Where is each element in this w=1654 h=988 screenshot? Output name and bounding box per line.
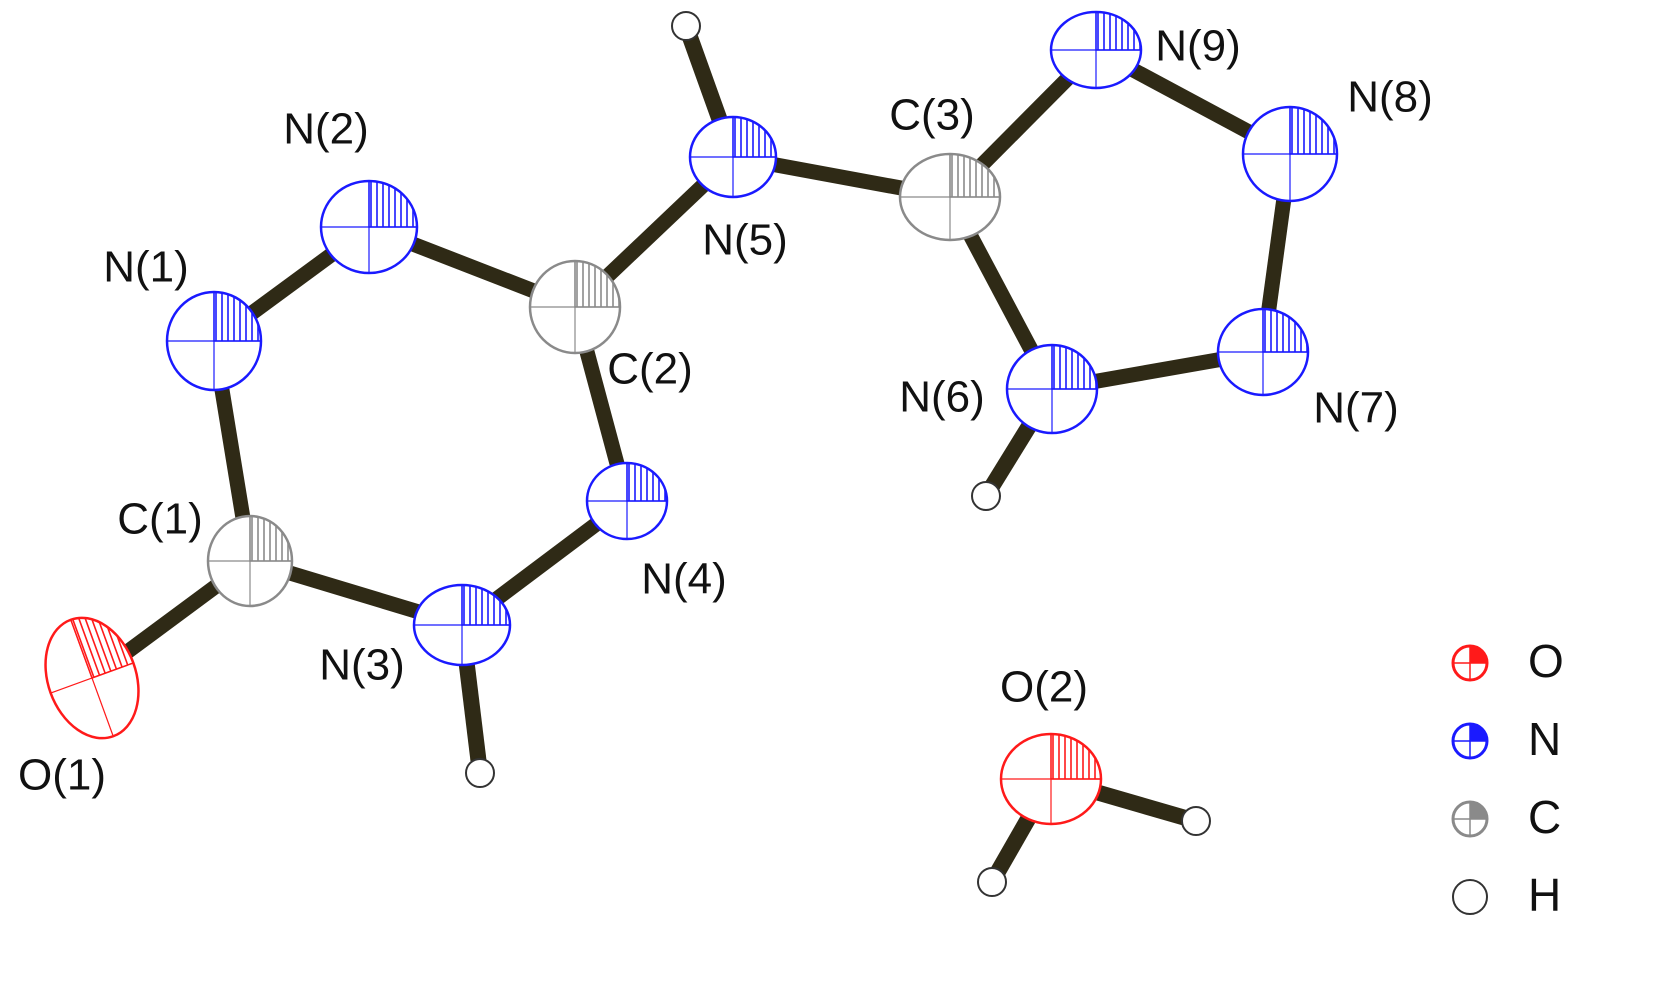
atom-c1	[206, 514, 294, 608]
atom-label-c3: C(3)	[889, 91, 975, 140]
legend-item-o: O	[1451, 635, 1564, 687]
legend-item-c: C	[1451, 791, 1561, 843]
atom-o2	[999, 732, 1103, 826]
atom-n2	[319, 179, 419, 275]
atom-h3	[465, 758, 495, 788]
atom-o1	[44, 606, 140, 740]
atom-label-c1: C(1)	[117, 495, 203, 544]
atom-label-n6: N(6)	[899, 373, 985, 422]
atom-label-o2: O(2)	[1000, 663, 1088, 712]
legend-label-n: N	[1528, 713, 1561, 765]
legend-label-c: C	[1528, 791, 1561, 843]
atom-label-n7: N(7)	[1313, 384, 1399, 433]
legend-label-h: H	[1528, 869, 1561, 921]
atom-n1	[165, 290, 263, 392]
atom-h2a	[977, 867, 1007, 897]
legend-label-o: O	[1528, 635, 1564, 687]
atom-n8	[1241, 105, 1339, 203]
atom-h5	[671, 11, 701, 41]
atom-label-n4: N(4)	[641, 555, 727, 604]
atom-c3	[898, 152, 1002, 242]
atom-label-n3: N(3)	[319, 641, 405, 690]
atom-label-n9: N(9)	[1155, 22, 1241, 71]
atom-n5	[688, 115, 778, 199]
atom-n9	[1049, 10, 1143, 90]
atom-label-c2: C(2)	[607, 345, 693, 394]
atom-label-n2: N(2)	[283, 105, 369, 154]
atom-label-n8: N(8)	[1347, 73, 1433, 122]
atom-label-n5: N(5)	[702, 216, 788, 265]
legend-item-h: H	[1452, 869, 1561, 921]
atom-c2	[528, 259, 622, 355]
atom-h2b	[1181, 806, 1211, 836]
legend-item-n: N	[1451, 713, 1561, 765]
atom-n4	[585, 461, 669, 541]
atom-label-o1: O(1)	[18, 751, 106, 800]
atom-n6	[1005, 343, 1099, 435]
atom-label-n1: N(1)	[103, 243, 189, 292]
atoms-layer	[44, 10, 1339, 897]
atom-h6	[971, 481, 1001, 511]
atom-labels-layer: O(1) C(1) N(1) N(2) C(2) N(3) N(4) N(5) C(3) N(6)…	[18, 22, 1433, 800]
atom-n3	[412, 583, 512, 667]
atom-n7	[1216, 307, 1310, 397]
